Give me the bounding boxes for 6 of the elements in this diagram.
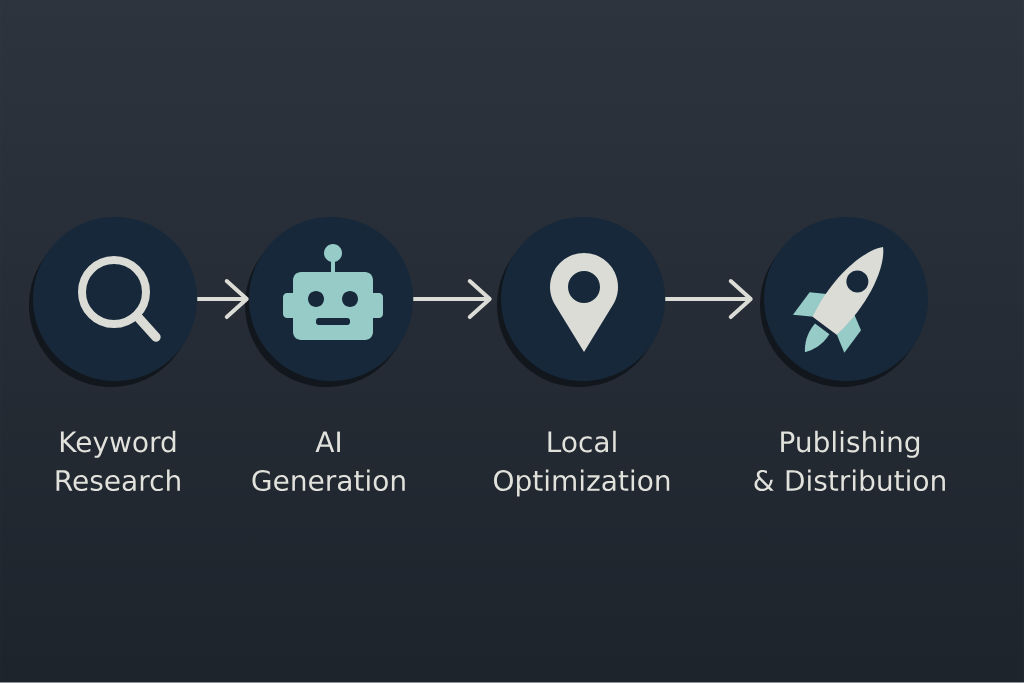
step-label: AI Generation bbox=[252, 431, 405, 492]
step-label: Publishing & Distribution bbox=[754, 430, 945, 492]
arrow bbox=[665, 279, 753, 319]
step-label: Keyword Research bbox=[56, 430, 180, 492]
arrow bbox=[413, 279, 492, 319]
step-label: Local Optimization bbox=[494, 430, 670, 497]
